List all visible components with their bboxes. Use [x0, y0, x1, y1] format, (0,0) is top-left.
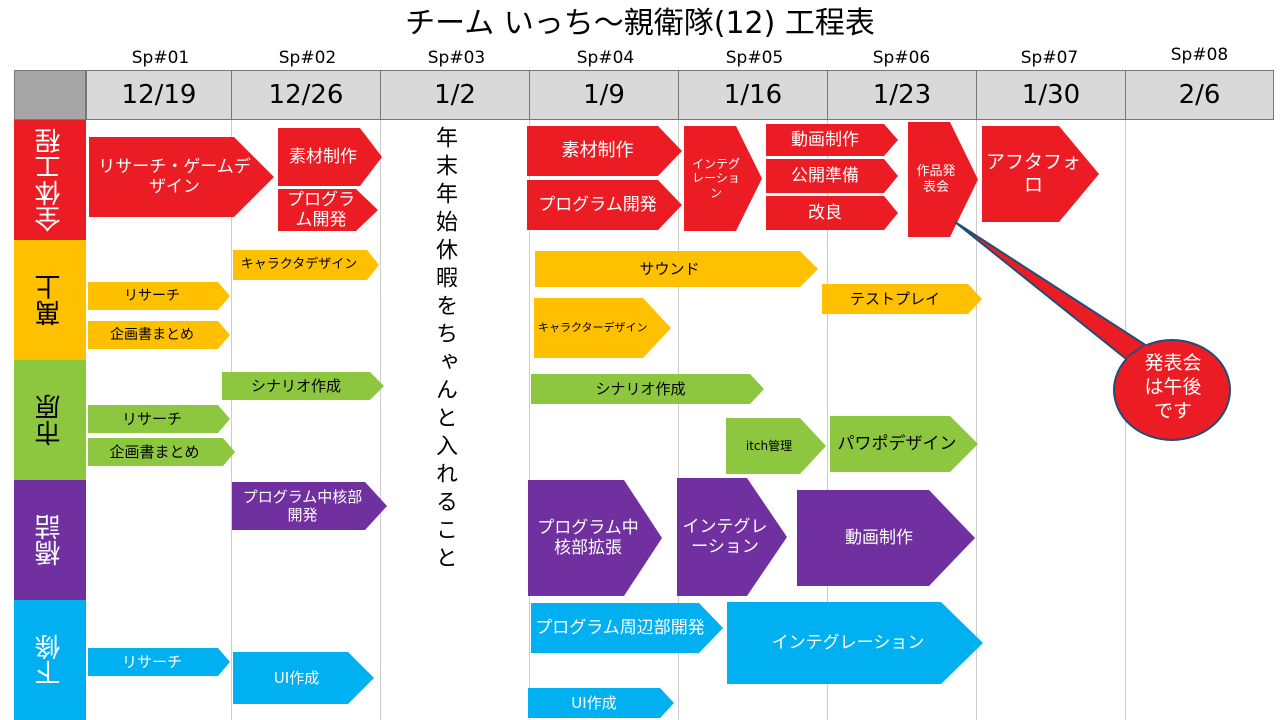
grid-line: [529, 120, 530, 720]
grid-line: [380, 120, 381, 720]
date-header: 12/26: [231, 70, 381, 120]
grid-line: [827, 120, 828, 720]
sprint-label: Sp#06: [872, 48, 931, 68]
task-bar: プログラム開発: [527, 180, 682, 230]
task-bar: シナリオ作成: [222, 372, 384, 400]
task-bar: リサーチ: [88, 405, 230, 433]
callout-text: 発表会は午後です: [1144, 352, 1202, 422]
row-label-hashizume: 橋詰: [14, 480, 86, 600]
task-bar: 素材制作: [527, 126, 682, 176]
grid-line: [678, 120, 679, 720]
task-bar: プログラム中核部開発: [232, 482, 387, 530]
sprint-label: Sp#07: [1020, 48, 1079, 68]
task-bar: インテグレーション: [727, 602, 983, 684]
date-header: 12/19: [86, 70, 232, 120]
sprint-label: Sp#05: [725, 48, 784, 68]
grid-line: [231, 120, 232, 720]
task-bar: 改良: [766, 196, 898, 230]
date-header: 1/23: [827, 70, 977, 120]
date-header: 2/6: [1125, 70, 1274, 120]
task-bar: キャラクタデザイン: [233, 250, 379, 280]
sprint-label: Sp#08: [1170, 45, 1229, 65]
task-bar: UI作成: [233, 652, 374, 704]
task-bar: 企画書まとめ: [88, 438, 235, 466]
header-corner: [14, 70, 86, 120]
page-title: チーム いっち〜親衛隊(12) 工程表: [405, 6, 875, 41]
task-bar: リサーチ: [88, 648, 230, 676]
sprint-label: Sp#02: [278, 48, 337, 68]
sprint-label: Sp#01: [131, 48, 190, 68]
task-bar: プログラム周辺部開発: [531, 603, 723, 653]
task-bar: パワポデザイン: [830, 416, 978, 472]
task-bar: リサーチ・ゲームデザイン: [89, 137, 274, 217]
holiday-note: 年末年始休暇をちゃんと入れること: [432, 126, 457, 574]
task-bar: キャラクターデザイン: [534, 298, 671, 358]
task-bar: 公開準備: [766, 159, 898, 193]
date-header: 1/16: [678, 70, 828, 120]
sprint-label: Sp#04: [576, 48, 635, 68]
task-bar: 動画制作: [766, 124, 898, 156]
task-bar: 企画書まとめ: [88, 321, 230, 349]
task-bar: シナリオ作成: [531, 374, 764, 404]
row-label-shimojo: 下條: [14, 600, 86, 720]
sprint-label: Sp#03: [427, 48, 486, 68]
task-bar: リサーチ: [88, 282, 230, 310]
grid-line: [976, 120, 977, 720]
task-bar: プログラム開発: [278, 189, 378, 231]
task-bar: テストプレイ: [822, 284, 982, 314]
task-bar: 素材制作: [278, 128, 382, 186]
row-label-ichihara: 市原: [14, 360, 86, 480]
row-label-manjo: 萬上: [14, 240, 86, 360]
date-header: 1/9: [529, 70, 679, 120]
task-bar: サウンド: [535, 251, 818, 287]
row-label-all: 全体工程: [14, 120, 86, 240]
task-bar: UI作成: [528, 688, 674, 718]
